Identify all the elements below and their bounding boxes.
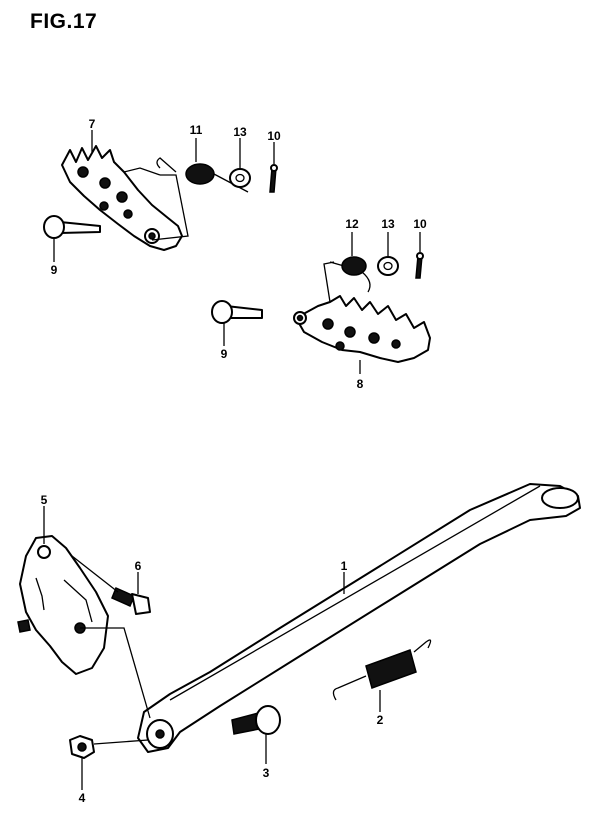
footrest-pin-upper — [43, 215, 101, 239]
left-footrest — [61, 145, 183, 251]
cotter-pin-upper — [269, 164, 278, 193]
side-stand — [137, 483, 581, 753]
callout-9-lower: 9 — [221, 347, 228, 361]
washer-upper — [229, 168, 251, 188]
callout-13-lower: 13 — [381, 217, 395, 231]
callout-2: 2 — [377, 713, 384, 727]
callout-1: 1 — [341, 559, 348, 573]
callout-3: 3 — [263, 766, 270, 780]
figure-title: FIG.17 — [30, 10, 98, 33]
pivot-bolt — [231, 705, 281, 735]
footrest-spring-lower — [329, 256, 371, 293]
side-stand-bracket — [17, 535, 109, 675]
side-stand-spring — [332, 639, 432, 701]
callout-4: 4 — [79, 791, 86, 805]
cotter-pin-lower — [415, 252, 424, 279]
callout-6: 6 — [135, 559, 142, 573]
callout-13-upper: 13 — [233, 125, 247, 139]
callout-10-lower: 10 — [413, 217, 427, 231]
callout-9-upper: 9 — [51, 263, 58, 277]
callout-8: 8 — [357, 377, 364, 391]
callout-11: 11 — [190, 123, 203, 137]
callout-5: 5 — [41, 493, 48, 507]
washer-lower — [377, 256, 399, 276]
right-footrest — [293, 295, 431, 363]
callout-10-upper: 10 — [267, 129, 281, 143]
callout-7: 7 — [89, 117, 96, 131]
bracket-bolt — [111, 586, 151, 615]
leader-lines — [43, 130, 421, 790]
pivot-nut — [69, 735, 95, 759]
footrest-pin-lower — [211, 300, 263, 324]
callouts: 7 11 13 10 9 12 13 10 9 8 5 6 1 2 3 4 — [41, 117, 427, 805]
callout-12: 12 — [345, 217, 359, 231]
